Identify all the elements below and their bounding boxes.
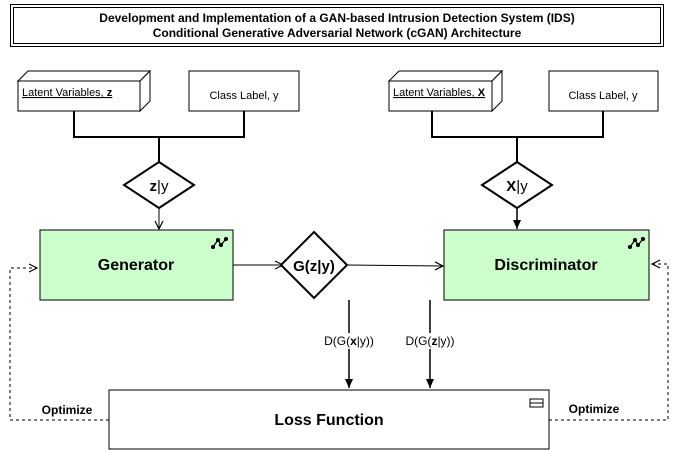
arrow-gzy-to-discriminator (346, 265, 443, 266)
latent-variables-x-box: Latent Variables, X (387, 69, 504, 113)
loss-function-label: Loss Function (274, 412, 383, 429)
edge-label-d-fake: D(G(z|y)) (399, 333, 461, 349)
z-given-y-label: z|y (150, 178, 169, 195)
component-icon (529, 398, 544, 408)
title-line-1: Development and Implementation of a GAN-… (99, 10, 575, 25)
discriminator-block: Discriminator (443, 229, 650, 301)
class-label-left-box: Class Label, y (188, 70, 300, 112)
generator-label: Generator (98, 257, 174, 274)
generator-block: Generator (39, 229, 234, 301)
title-box: Development and Implementation of a GAN-… (13, 7, 661, 44)
latent-z-label: Latent Variables, z (22, 87, 113, 99)
optimize-feedback-right (549, 264, 669, 421)
class-label-right-text: Class Label, y (568, 90, 638, 102)
left-merge-connector (73, 111, 245, 162)
loss-function-block: Loss Function (108, 389, 550, 450)
discriminator-label: Discriminator (494, 257, 597, 274)
latent-variables-z-box: Latent Variables, z (16, 69, 152, 113)
edge-label-d-real: D(G(x|y)) (318, 333, 380, 349)
diamond-g-output: G(z|y) (279, 230, 349, 300)
latent-x-label: Latent Variables, X (393, 87, 486, 99)
optimize-feedback-left (9, 268, 109, 421)
diamond-z-given-y: z|y (122, 160, 196, 210)
svg-text:D(G(x|y)): D(G(x|y)) (324, 334, 374, 348)
class-label-right-box: Class Label, y (548, 70, 659, 112)
class-label-left-text: Class Label, y (209, 90, 279, 102)
g-output-label: G(z|y) (293, 258, 335, 275)
diamond-x-given-y: X|y (480, 160, 554, 210)
optimize-right-label: Optimize (569, 402, 620, 416)
x-given-y-label: X|y (506, 178, 528, 195)
title-outer-frame (10, 4, 664, 47)
network-icon (627, 236, 646, 250)
svg-text:D(G(z|y)): D(G(z|y)) (405, 334, 454, 348)
right-merge-connector (431, 111, 604, 162)
optimize-left-label: Optimize (42, 403, 93, 417)
network-icon (210, 236, 229, 250)
title-line-2: Conditional Generative Adversarial Netwo… (152, 25, 522, 40)
